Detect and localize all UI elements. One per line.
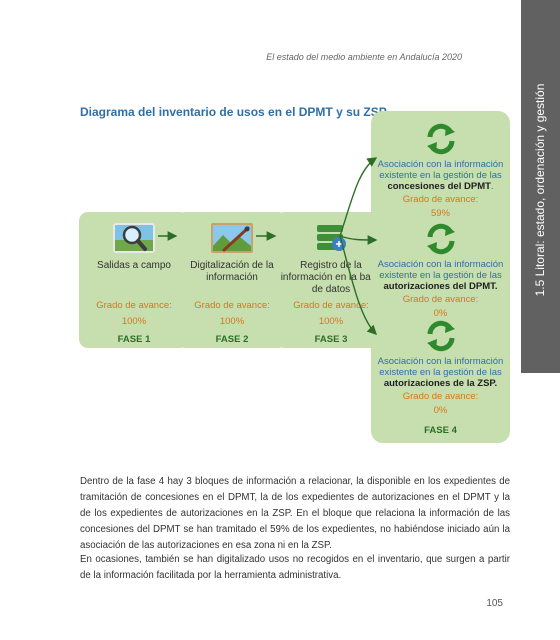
page-number: 105	[486, 598, 503, 609]
phase-2-percent: 100%	[219, 316, 245, 327]
phase-2-label: Digitalización de la información	[190, 260, 274, 283]
phase-2-fase: FASE 2	[215, 334, 249, 345]
arrow-phase3-to-item2	[339, 235, 378, 245]
phase-1-grado-label: Grado de avance:	[96, 300, 172, 311]
phase-1-percent: 100%	[121, 316, 147, 327]
body-paragraph-1: Dentro de la fase 4 hay 3 bloques de inf…	[80, 476, 510, 551]
page-header: El estado del medio ambiente en Andalucí…	[0, 0, 520, 80]
phase-3-percent: 100%	[318, 316, 344, 327]
phase-4-item-2: Asociación con la información existente …	[371, 223, 510, 321]
phase-4-item-2-text: Asociación con la información existente …	[377, 259, 504, 292]
phase-1-box: Salidas a campo Grado de avance: 100% FA…	[79, 212, 189, 348]
arrow-phase3-to-item1	[339, 157, 378, 237]
phase-4-fase: FASE 4	[424, 425, 457, 436]
phase-3-grado-label: Grado de avance:	[293, 300, 369, 311]
phase-2-grado-label: Grado de avance:	[194, 300, 270, 311]
recycle-icon	[426, 223, 455, 255]
phase-3-progress: Grado de avance: 100%	[276, 298, 386, 330]
phase-4-item-3: Asociación con la información existente …	[371, 320, 510, 418]
phase-1-fase: FASE 1	[117, 334, 151, 345]
phase-4-box: Asociación con la información existente …	[371, 111, 510, 443]
phase-1-label: Salidas a campo	[97, 260, 171, 271]
phase-3-fase: FASE 3	[314, 334, 348, 345]
magnifier-icon	[112, 222, 156, 254]
recycle-icon	[426, 123, 455, 155]
body-paragraph-2: En ocasiones, también se han digitalizad…	[80, 554, 510, 581]
phase-4-item-3-percent: 0%	[433, 405, 448, 416]
phase-4-item-2-progress: Grado de avance: 0%	[371, 293, 510, 321]
landscape-brush-icon	[210, 222, 254, 254]
phase-1-progress: Grado de avance: 100%	[79, 298, 189, 330]
phase-4-item-3-progress: Grado de avance: 0%	[371, 390, 510, 418]
phase-4-item-3-grado-label: Grado de avance:	[402, 391, 479, 402]
phase-4-item-2-grado-label: Grado de avance:	[402, 294, 479, 305]
phase-4-item-1-progress: Grado de avance: 59%	[371, 193, 510, 221]
phase-4-item-1-grado-label: Grado de avance:	[402, 194, 479, 205]
diagram-title: Diagrama del inventario de usos en el DP…	[80, 105, 387, 119]
recycle-icon	[426, 320, 455, 352]
phase-4-item-1-text: Asociación con la información existente …	[377, 159, 504, 192]
arrow-phase3-to-item3	[339, 235, 377, 335]
phase-4-item-1: Asociación con la información existente …	[371, 123, 510, 221]
phase-3-label: Registro de la información en la base de…	[280, 260, 382, 295]
phase-2-progress: Grado de avance: 100%	[177, 298, 287, 330]
side-tab	[521, 0, 560, 373]
phase-4-item-3-text: Asociación con la información existente …	[377, 356, 504, 389]
header-title: El estado del medio ambiente en Andalucí…	[266, 52, 462, 62]
phase-4-item-2-percent: 0%	[433, 308, 448, 319]
phase-4-item-1-percent: 59%	[430, 208, 450, 219]
